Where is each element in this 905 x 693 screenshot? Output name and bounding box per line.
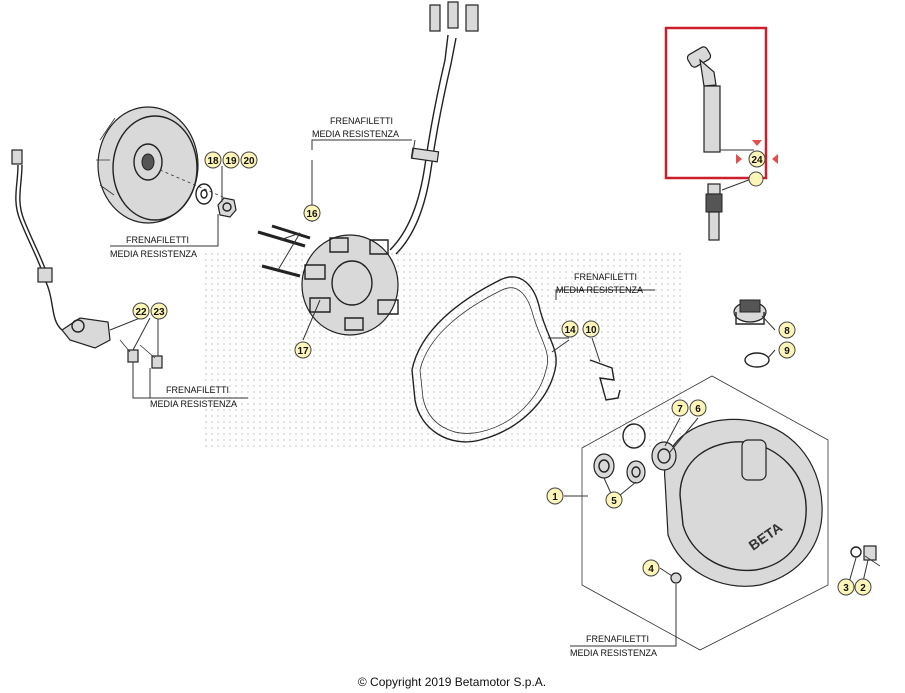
note-line2: MEDIA RESISTENZA	[556, 285, 643, 295]
copyright-text: © Copyright 2019 Betamotor S.p.A.	[358, 675, 546, 689]
note-line1: FRENAFILETTI	[126, 235, 189, 245]
bracket-part[interactable]	[589, 359, 621, 401]
flywheel-nut-part[interactable]	[217, 197, 237, 218]
callout-6[interactable]: 6	[689, 399, 707, 417]
callout-number: 17	[297, 346, 309, 357]
threadlocker-note: FRENAFILETTI MEDIA RESISTENZA	[150, 385, 237, 409]
callout-number: 18	[207, 156, 219, 167]
oil-seal-part[interactable]	[593, 453, 615, 479]
callout-24[interactable]: 24	[748, 150, 766, 168]
callout-9[interactable]: 9	[778, 341, 796, 359]
callout-number: 2	[860, 583, 866, 594]
o-ring-part[interactable]	[744, 352, 770, 368]
threadlocker-note: FRENAFILETTI MEDIA RESISTENZA	[570, 634, 657, 658]
note-line2: MEDIA RESISTENZA	[312, 129, 399, 139]
highlight-box	[664, 26, 768, 180]
spark-plug-part[interactable]	[705, 183, 723, 241]
note-line2: MEDIA RESISTENZA	[570, 648, 657, 658]
callout-18[interactable]: 18	[204, 151, 222, 169]
pickup-screw-part[interactable]	[119, 339, 163, 369]
callout-number: 4	[648, 564, 654, 575]
callout-7[interactable]: 7	[671, 399, 689, 417]
callout-number: 7	[677, 404, 683, 415]
callout-5[interactable]: 5	[605, 491, 623, 509]
callout-number: 5	[611, 496, 617, 507]
callout-3[interactable]: 3	[837, 578, 855, 596]
callout-23[interactable]: 23	[150, 302, 168, 320]
cover-screw-part[interactable]	[863, 545, 881, 567]
callout-4[interactable]: 4	[642, 559, 660, 577]
callout-number: 24	[751, 155, 763, 166]
gasket-part[interactable]	[411, 276, 557, 443]
drain-plug-part[interactable]	[670, 572, 682, 584]
callout-2[interactable]: 2	[854, 578, 872, 596]
callout-1[interactable]: 1	[546, 487, 564, 505]
callout-number: 6	[695, 404, 701, 415]
cover-washer-part[interactable]	[850, 546, 862, 558]
callout-number: 10	[585, 325, 597, 336]
flywheel-part[interactable]	[96, 106, 199, 224]
callout-20[interactable]: 20	[240, 151, 258, 169]
callout-22[interactable]: 22	[132, 302, 150, 320]
callout-14[interactable]: 14	[561, 320, 579, 338]
ignition-cover-part[interactable]: BETA	[664, 418, 823, 587]
leader-lines	[109, 139, 869, 647]
note-line1: FRENAFILETTI	[574, 272, 637, 282]
callout-number: 1	[552, 492, 558, 503]
callout-number: 8	[784, 326, 790, 337]
note-line2: MEDIA RESISTENZA	[150, 399, 237, 409]
threadlocker-note: FRENAFILETTI MEDIA RESISTENZA	[110, 235, 197, 259]
callout-unlabeled[interactable]	[748, 171, 764, 187]
callout-number: 9	[784, 346, 790, 357]
callout-16[interactable]: 16	[303, 204, 321, 222]
pickup-cable-part[interactable]	[11, 149, 111, 349]
watermark	[205, 250, 685, 450]
callout-number: 22	[135, 307, 147, 318]
callout-17[interactable]: 17	[294, 341, 312, 359]
spark-plug-cap-part[interactable]	[686, 45, 721, 153]
note-line2: MEDIA RESISTENZA	[110, 249, 197, 259]
callout-8[interactable]: 8	[778, 321, 796, 339]
note-line1: FRENAFILETTI	[166, 385, 229, 395]
callout-number: 14	[564, 325, 576, 336]
callout-10[interactable]: 10	[582, 320, 600, 338]
callout-number: 23	[153, 307, 165, 318]
filler-plug-part[interactable]	[733, 299, 767, 325]
stator-cable-part[interactable]	[389, 1, 479, 255]
callout-number: 19	[225, 156, 237, 167]
seal-ring-part[interactable]	[622, 423, 677, 471]
callout-19[interactable]: 19	[222, 151, 240, 169]
note-line1: FRENAFILETTI	[586, 634, 649, 644]
washer-part[interactable]	[195, 183, 213, 205]
threadlocker-note: FRENAFILETTI MEDIA RESISTENZA	[312, 116, 399, 139]
bearing-part[interactable]	[626, 460, 646, 484]
callout-number: 3	[843, 583, 849, 594]
threadlocker-note: FRENAFILETTI MEDIA RESISTENZA	[556, 272, 643, 295]
note-line1: FRENAFILETTI	[330, 116, 393, 126]
callout-number: 20	[243, 156, 255, 167]
stator-part[interactable]	[301, 234, 399, 336]
callout-number: 16	[306, 209, 318, 220]
